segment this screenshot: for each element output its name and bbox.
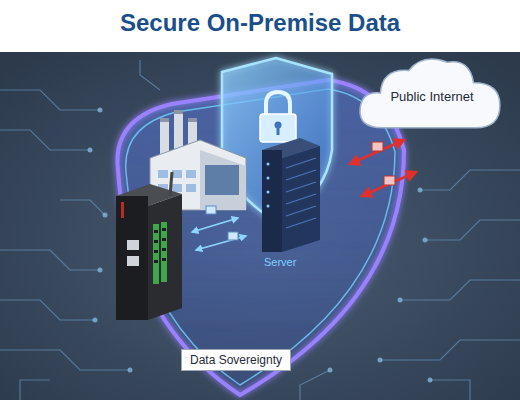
blocked-traffic bbox=[350, 140, 416, 196]
label-box: Data Sovereignty bbox=[181, 349, 291, 371]
part-label: Server bbox=[264, 256, 296, 268]
background bbox=[0, 52, 520, 400]
cloud-node: Public Internet bbox=[352, 50, 506, 136]
shield-inner-rim bbox=[126, 89, 395, 385]
node-text: Public Internet bbox=[390, 89, 473, 105]
lock-icon bbox=[260, 92, 296, 142]
outer-shield bbox=[117, 80, 404, 395]
cloud-outline bbox=[360, 59, 500, 128]
data-packets bbox=[192, 206, 246, 250]
diagram-title: Secure On-Premise Data bbox=[0, 9, 520, 37]
node-text: Data Sovereignty bbox=[190, 353, 282, 367]
server-rack bbox=[262, 138, 320, 252]
router-device bbox=[116, 172, 182, 320]
title-band bbox=[0, 0, 520, 52]
